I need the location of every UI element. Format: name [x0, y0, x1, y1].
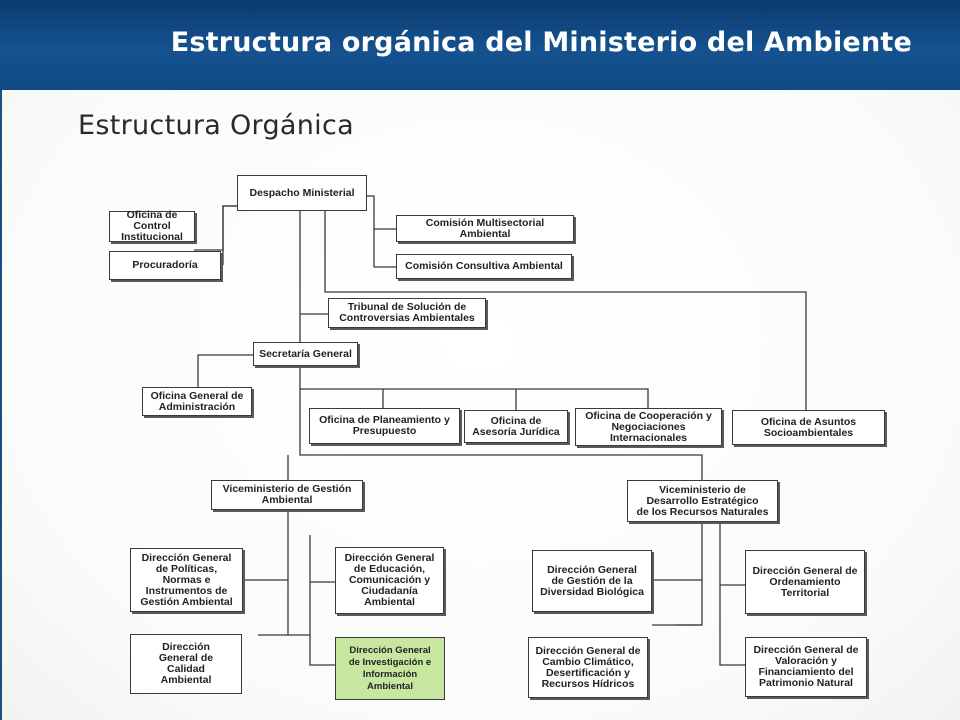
node-socioambientales: Oficina de Asuntos Socioambientales [732, 410, 885, 445]
connector-socioambientales [324, 211, 807, 410]
node-procuraduria: Procuradoría [109, 251, 221, 280]
connector-vice-bus [299, 211, 703, 480]
connector-investigacion [309, 535, 335, 666]
node-dg-ordenamiento: Dirección General de Ordenamiento Territ… [745, 550, 865, 614]
node-dg-diversidad: Dirección General de Gestión de la Diver… [532, 550, 652, 612]
connector-desarrollo-trunk [652, 522, 703, 626]
connector-administracion [197, 354, 253, 388]
connector-offices-bus [300, 388, 649, 408]
node-cooperacion: Oficina de Cooperación y Negociaciones I… [575, 408, 722, 446]
node-vice-gestion-ambiental: Viceministerio de Gestión Ambiental [211, 480, 363, 510]
node-dg-valoracion: Dirección General de Valoración y Financ… [745, 637, 867, 697]
connector-consultiva [366, 195, 396, 268]
org-chart-title: Estructura Orgánica [78, 110, 354, 141]
connector-gestion-trunk [258, 510, 289, 636]
node-asesoria-juridica: Oficina de Asesoría Jurídica [464, 410, 568, 443]
node-planeamiento: Oficina de Planeamiento y Presupuesto [309, 408, 460, 444]
connector-procuraduria [222, 205, 240, 265]
node-vice-desarrollo-estrategico: Viceministerio de Desarrollo Estratégico… [627, 480, 778, 522]
slide-header: Estructura orgánica del Ministerio del A… [0, 0, 960, 90]
slide-title: Estructura orgánica del Ministerio del A… [170, 27, 912, 58]
node-oficina-control: Oficina de Control Institucional [109, 210, 195, 243]
connector-valoracion [719, 522, 745, 666]
node-comision-consultiva: Comisión Consultiva Ambiental [396, 254, 572, 279]
node-dg-investigacion: Dirección General de Investigación e Inf… [335, 637, 445, 700]
node-despacho-ministerial: Despacho Ministerial [237, 175, 367, 211]
node-dg-calidad: Dirección General de Calidad Ambiental [130, 634, 242, 694]
connector-control [194, 205, 240, 251]
left-border [0, 90, 2, 720]
node-dg-cambio-climatico: Dirección General de Cambio Climático, D… [528, 637, 648, 698]
node-tribunal: Tribunal de Solución de Controversias Am… [328, 298, 486, 328]
node-secretaria-general: Secretaría General [253, 342, 358, 366]
node-administracion: Oficina General de Administración [142, 387, 252, 416]
node-dg-politicas: Dirección General de Políticas, Normas e… [130, 548, 243, 612]
node-comision-multisectorial: Comisión Multisectorial Ambiental [396, 215, 574, 242]
node-dg-educacion: Dirección General de Educación, Comunica… [335, 547, 444, 614]
